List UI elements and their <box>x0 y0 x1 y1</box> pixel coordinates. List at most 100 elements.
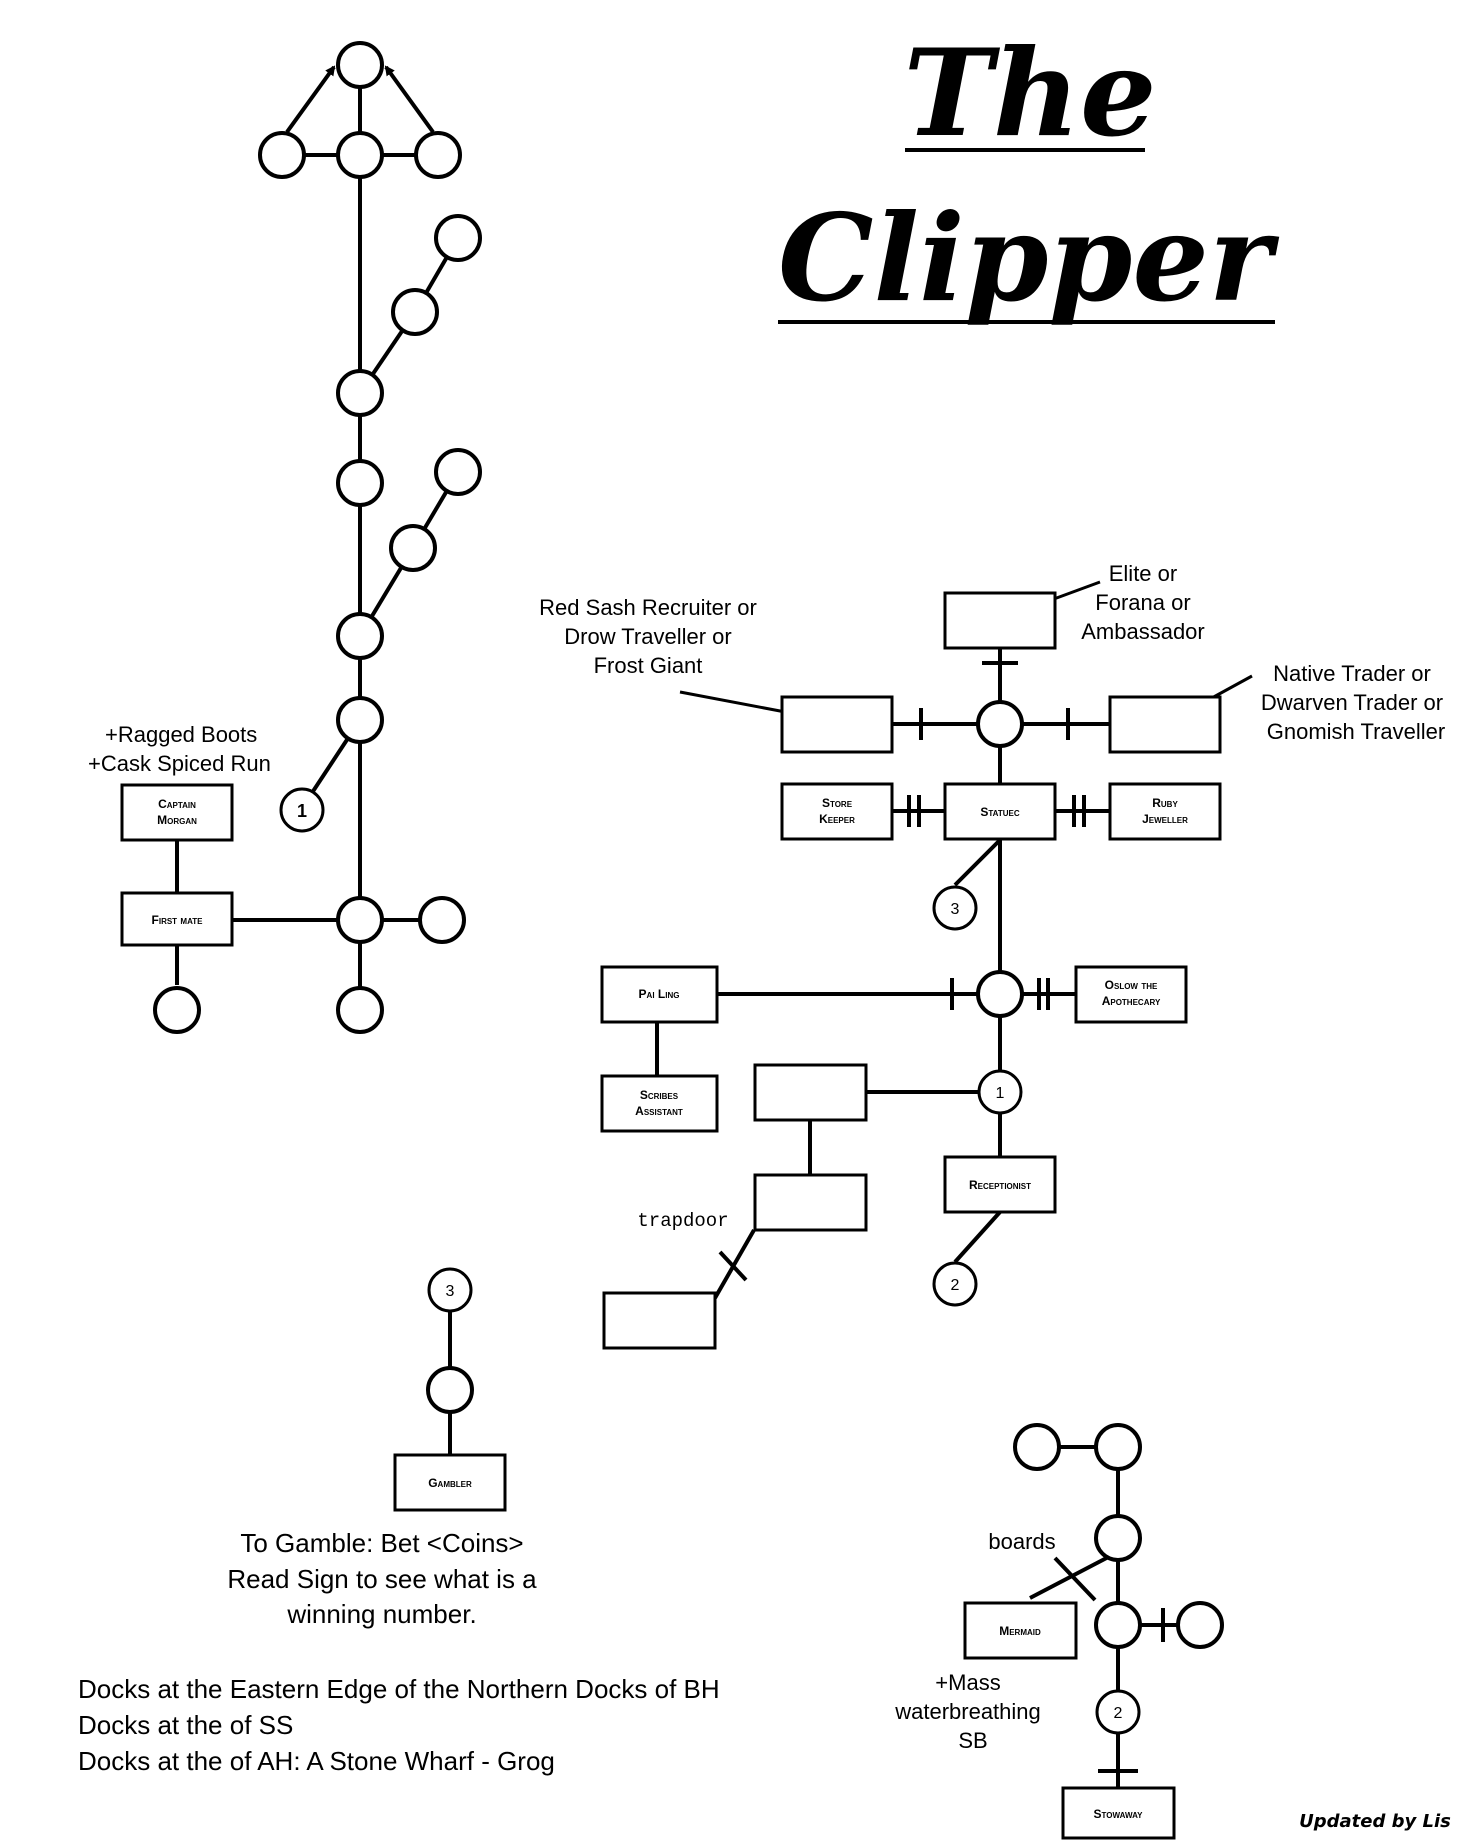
trapdoor-room[interactable] <box>602 1291 717 1350</box>
title-line-1: The <box>904 23 1157 164</box>
marker-label: 2 <box>951 1277 960 1294</box>
central-boxes <box>600 591 1222 1350</box>
docks-note-2: Docks at the of SS <box>78 1710 293 1740</box>
marker-3-gambler[interactable]: 3 <box>427 1267 473 1313</box>
room-node[interactable] <box>434 448 482 496</box>
room-node[interactable] <box>976 970 1024 1018</box>
statue-label: Statuec <box>980 805 1019 819</box>
marker-circle <box>977 1069 1023 1115</box>
room-node[interactable] <box>1013 1423 1061 1471</box>
marker-label: 3 <box>951 901 960 918</box>
elite-label-1: Elite or <box>1109 561 1177 586</box>
room-node[interactable] <box>1094 1601 1142 1649</box>
top-arrow-left <box>285 65 336 134</box>
oslow-room[interactable] <box>1074 965 1188 1024</box>
marker-circle <box>279 787 325 833</box>
gamble-note-3: winning number. <box>286 1599 476 1629</box>
room-label: Gambler <box>428 1476 472 1490</box>
room-box <box>963 1601 1078 1660</box>
crate-room-upper[interactable] <box>753 1063 868 1122</box>
boards-label: boards <box>988 1529 1055 1554</box>
elite-room[interactable] <box>943 591 1057 650</box>
mass-note-3: SB <box>958 1728 987 1753</box>
ruby-label-2: Jeweller <box>1142 812 1188 826</box>
first-mate-room[interactable]: First mate <box>120 891 234 947</box>
native-label-3: Gnomish Traveller <box>1267 719 1446 744</box>
room-box <box>393 1453 507 1512</box>
red-sash-label-1: Red Sash Recruiter or <box>539 595 757 620</box>
marker-2-hold[interactable]: 2 <box>1095 1689 1141 1735</box>
room-node[interactable] <box>336 41 384 89</box>
room-node[interactable] <box>1176 1601 1224 1649</box>
elite-label-3: Ambassador <box>1081 619 1205 644</box>
gamble-note-2: Read Sign to see what is a <box>227 1564 537 1594</box>
central-nodes <box>976 700 1024 1018</box>
marker-1-left[interactable]: 1 <box>279 787 325 833</box>
marker-2-link <box>953 1210 1002 1264</box>
marker-label: 3 <box>446 1283 455 1300</box>
pai-ling-room[interactable] <box>600 965 719 1024</box>
cask-spiced-note: +Cask Spiced Run <box>88 751 271 776</box>
room-node[interactable] <box>418 896 466 944</box>
central-box-labels: Store Keeper Statuec Ruby Jeweller Pai L… <box>635 796 1188 1192</box>
receptionist-label: Receptionist <box>969 1178 1031 1192</box>
room-node[interactable] <box>1094 1514 1142 1562</box>
room-node[interactable] <box>336 896 384 944</box>
store-keeper-label-1: Store <box>822 796 853 810</box>
receptionist-room[interactable] <box>943 1155 1057 1214</box>
room-node[interactable] <box>434 214 482 262</box>
room-label-line-2: Morgan <box>157 813 197 827</box>
top-arrow-right <box>384 65 435 134</box>
map-title: The Clipper <box>778 23 1280 329</box>
room-label-line-1: Captain <box>158 797 196 811</box>
room-node[interactable] <box>414 131 462 179</box>
mass-note-1: +Mass <box>935 1670 1000 1695</box>
trapdoor-cross <box>718 1250 748 1282</box>
room-node[interactable] <box>258 131 306 179</box>
room-node[interactable] <box>336 369 384 417</box>
ruby-jeweller-room[interactable] <box>1108 782 1222 841</box>
gamble-note-1: To Gamble: Bet <Coins> <box>240 1528 523 1558</box>
pai-ling-label: Pai Ling <box>639 987 680 1001</box>
gambler-room[interactable]: Gambler <box>393 1453 507 1512</box>
room-node[interactable] <box>1094 1423 1142 1471</box>
docks-note-1: Docks at the Eastern Edge of the Norther… <box>78 1674 720 1704</box>
docks-note-3: Docks at the of AH: A Stone Wharf - Grog <box>78 1746 555 1776</box>
native-trader-room[interactable] <box>1108 695 1222 754</box>
stowaway-room[interactable]: Stowaway <box>1061 1786 1176 1840</box>
mermaid-room[interactable]: Mermaid <box>963 1601 1078 1660</box>
credit-label: Updated by Lis <box>1299 1811 1451 1832</box>
room-node[interactable] <box>336 131 384 179</box>
marker-label: 1 <box>297 801 307 821</box>
marker-circle <box>427 1267 473 1313</box>
scribes-room[interactable] <box>600 1074 719 1133</box>
marker-1-central[interactable]: 1 <box>977 1069 1023 1115</box>
captain-morgan-room[interactable]: Captain Morgan <box>120 783 234 842</box>
mass-note-2: waterbreathing <box>894 1699 1041 1724</box>
room-box <box>120 891 234 947</box>
red-sash-room[interactable] <box>780 695 894 754</box>
marker-2-central[interactable]: 2 <box>932 1261 978 1307</box>
room-node[interactable] <box>336 696 384 744</box>
title-line-2: Clipper <box>778 188 1280 329</box>
statue-room[interactable] <box>943 782 1057 841</box>
marker-label: 2 <box>1114 1705 1123 1722</box>
scribes-label-1: Scribes <box>640 1088 679 1102</box>
red-sash-label-2: Drow Traveller or <box>564 624 731 649</box>
room-node[interactable] <box>391 288 439 336</box>
room-node[interactable] <box>336 612 384 660</box>
marker-3-link <box>953 838 1002 887</box>
room-node[interactable] <box>976 700 1024 748</box>
room-node[interactable] <box>153 986 201 1034</box>
marker-3-central[interactable]: 3 <box>932 885 978 931</box>
store-keeper-room[interactable] <box>780 782 894 841</box>
room-node[interactable] <box>336 459 384 507</box>
room-label: Mermaid <box>999 1624 1041 1638</box>
room-node[interactable] <box>389 524 437 572</box>
room-node[interactable] <box>426 1366 474 1414</box>
room-node[interactable] <box>336 986 384 1034</box>
hold-nodes <box>1013 1423 1224 1649</box>
ruby-label-1: Ruby <box>1152 796 1178 810</box>
crate-room-lower[interactable] <box>753 1173 868 1232</box>
